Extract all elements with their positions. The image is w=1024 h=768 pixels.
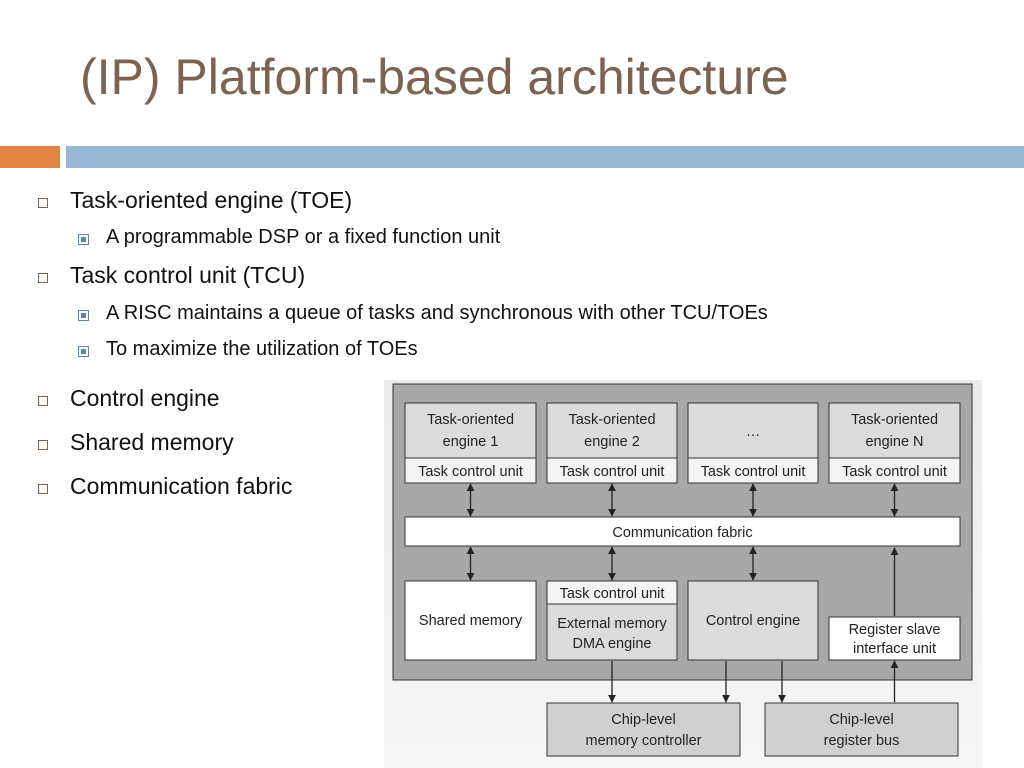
sub-bullet-square-icon xyxy=(78,346,89,357)
toe-ellipsis-label: … xyxy=(746,424,761,440)
communication-fabric-block: Communication fabric xyxy=(404,516,961,547)
bullet-item: Task-oriented engine (TOE) xyxy=(70,187,353,213)
reg-bus-label-line1: Chip-level xyxy=(829,712,893,728)
reg-slave-label-line1: Register slave xyxy=(849,622,941,638)
toe-n-label-line2: engine N xyxy=(865,434,923,450)
bullet-square-icon xyxy=(38,440,48,450)
control-engine-label: Control engine xyxy=(706,613,800,629)
sub-bullet-item: A RISC maintains a queue of tasks and sy… xyxy=(106,302,768,324)
register-bus-block: Chip-level register bus xyxy=(764,702,959,757)
dma-tcu-label: Task control unit xyxy=(560,586,665,602)
bullet-item: Control engine xyxy=(70,385,220,411)
mem-ctrl-label-line1: Chip-level xyxy=(611,712,675,728)
dma-engine-block: Task control unit External memory DMA en… xyxy=(546,580,678,661)
tcu-n-label: Task control unit xyxy=(842,464,947,480)
toe-n-block: Task-oriented engine N Task control unit xyxy=(828,402,961,484)
shared-memory-block: Shared memory xyxy=(404,580,537,661)
dma-label-line2: DMA engine xyxy=(573,636,652,652)
memory-controller-block: Chip-level memory controller xyxy=(546,702,741,757)
slide-title: (IP) Platform-based architecture xyxy=(80,49,789,105)
toe-1-label-line1: Task-oriented xyxy=(427,412,514,428)
architecture-diagram: Task-oriented engine 1 Task control unit… xyxy=(384,380,982,768)
dma-label-line1: External memory xyxy=(557,616,667,632)
sub-bullet-square-icon xyxy=(78,234,89,245)
tcu-3-label: Task control unit xyxy=(701,464,806,480)
toe-2-label-line2: engine 2 xyxy=(584,434,640,450)
bullet-square-icon xyxy=(38,273,48,283)
architecture-diagram-svg: Task-oriented engine 1 Task control unit… xyxy=(392,383,973,757)
reg-bus-label-line2: register bus xyxy=(824,733,900,749)
accent-bar-blue xyxy=(66,146,1024,168)
bullet-square-icon xyxy=(38,396,48,406)
accent-bar-orange xyxy=(0,146,60,168)
bullet-item: Communication fabric xyxy=(70,473,293,499)
fabric-label: Communication fabric xyxy=(612,525,752,541)
toe-1-block: Task-oriented engine 1 Task control unit xyxy=(404,402,537,484)
bullet-item: Shared memory xyxy=(70,429,234,455)
sub-bullet-item: A programmable DSP or a fixed function u… xyxy=(106,226,501,248)
tcu-2-label: Task control unit xyxy=(560,464,665,480)
register-slave-block: Register slave interface unit xyxy=(828,616,961,661)
sub-bullet-square-icon xyxy=(78,310,89,321)
sub-bullet-item: To maximize the utilization of TOEs xyxy=(106,338,418,360)
toe-n-label-line1: Task-oriented xyxy=(851,412,938,428)
mem-ctrl-label-line2: memory controller xyxy=(585,733,701,749)
toe-2-label-line1: Task-oriented xyxy=(568,412,655,428)
toe-1-label-line2: engine 1 xyxy=(443,434,499,450)
control-engine-block: Control engine xyxy=(687,580,819,661)
toe-2-block: Task-oriented engine 2 Task control unit xyxy=(546,402,678,484)
tcu-1-label: Task control unit xyxy=(418,464,523,480)
shared-memory-label: Shared memory xyxy=(419,613,523,629)
bullet-square-icon xyxy=(38,198,48,208)
bullet-item: Task control unit (TCU) xyxy=(70,262,306,288)
bullet-square-icon xyxy=(38,484,48,494)
reg-slave-label-line2: interface unit xyxy=(853,641,936,657)
toe-ellipsis-block: … Task control unit xyxy=(687,402,819,484)
